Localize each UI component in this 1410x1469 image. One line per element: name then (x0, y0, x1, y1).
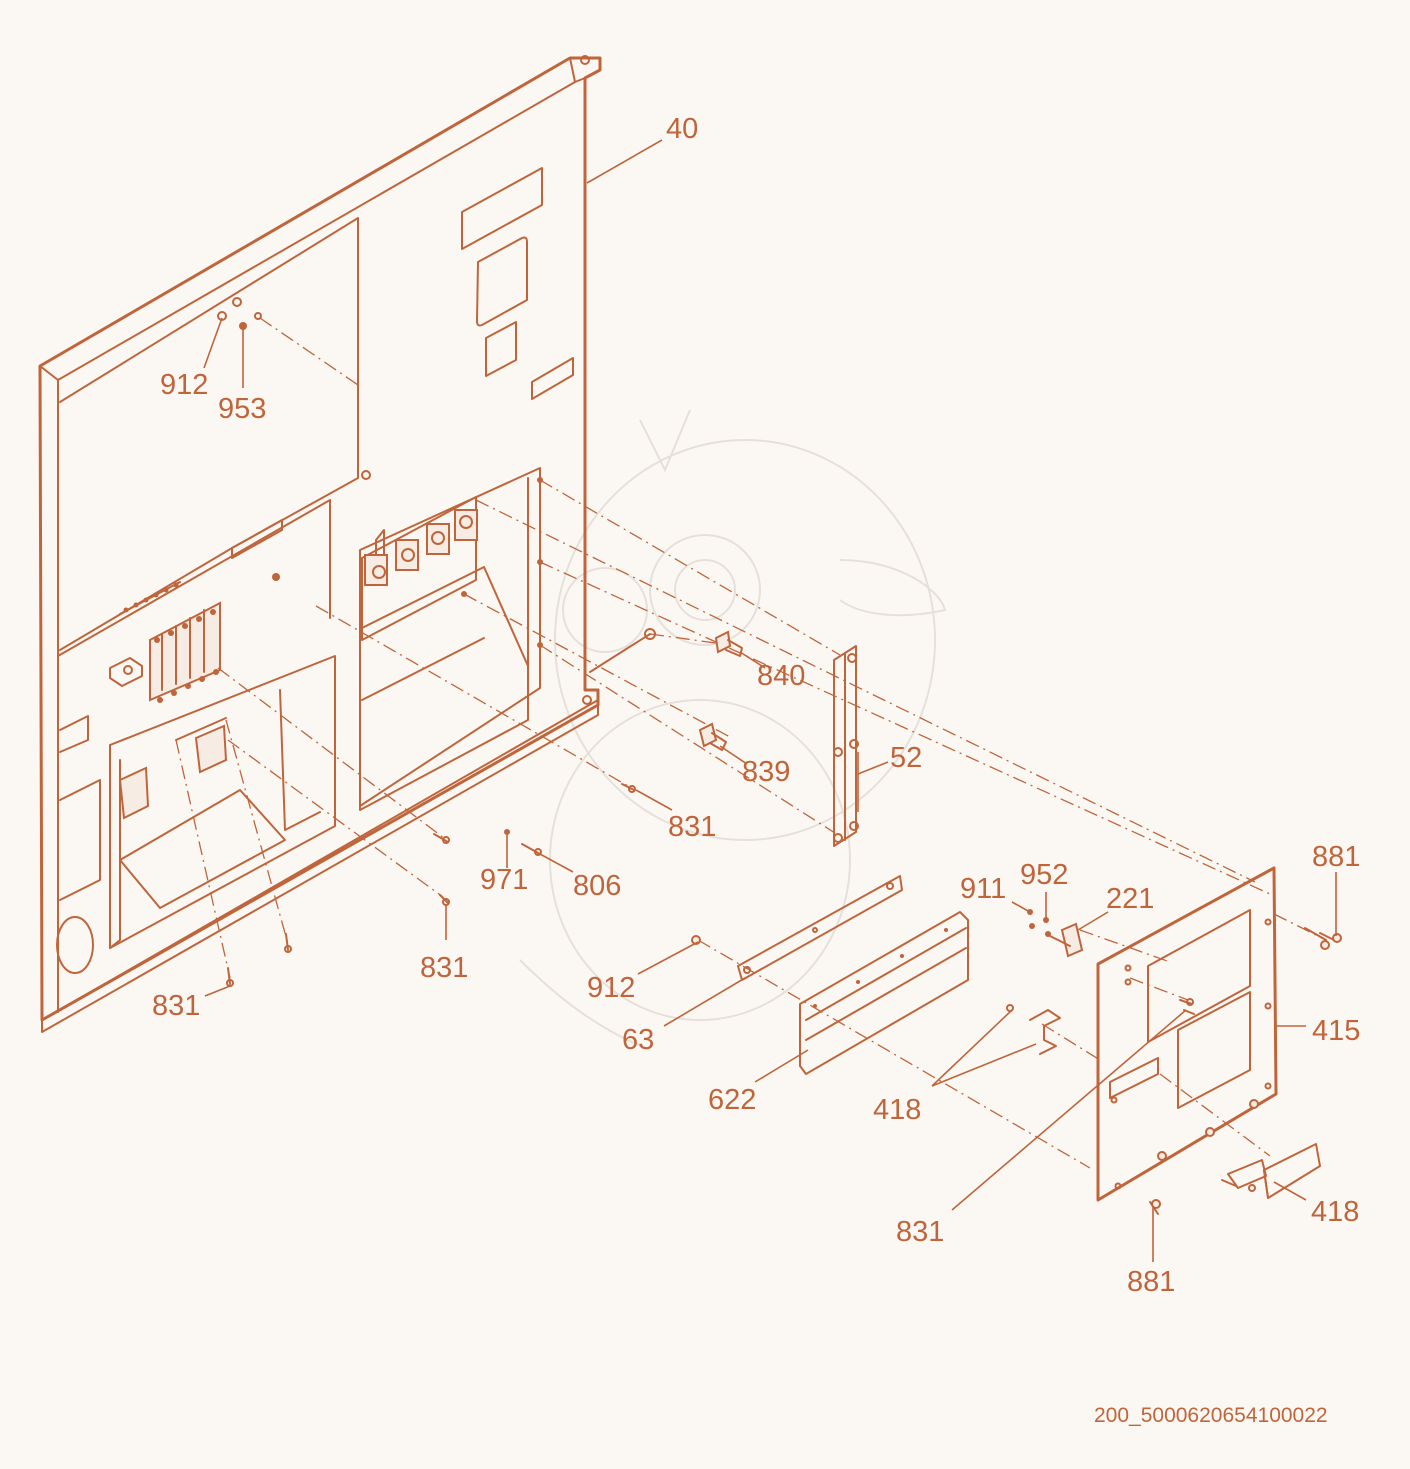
label-part-418-right: 418 (1311, 1196, 1359, 1228)
door-handle (1221, 1143, 1321, 1199)
label-part-839: 839 (742, 756, 790, 788)
mounting-bar (737, 875, 903, 981)
label-part-63: 63 (622, 1024, 654, 1056)
assembly-lines (175, 317, 1323, 1169)
document-id: 200_5000620654100022 (1094, 1404, 1328, 1427)
label-part-952: 952 (1020, 859, 1068, 891)
label-part-831-bottom: 831 (896, 1216, 944, 1248)
part-labels: 40 912 953 840 839 52 831 971 806 831 83… (152, 113, 1360, 1298)
label-part-415: 415 (1312, 1015, 1360, 1047)
access-door (1096, 866, 1278, 1202)
latch (1049, 922, 1084, 958)
label-part-622: 622 (708, 1084, 756, 1116)
cover-plate (799, 911, 969, 1075)
label-part-911: 911 (960, 873, 1006, 905)
label-part-971: 971 (480, 864, 528, 896)
label-part-806: 806 (573, 870, 621, 902)
back-panel-assembly (38, 55, 656, 1033)
label-part-40: 40 (666, 113, 698, 145)
label-part-881-bottom: 881 (1127, 1266, 1175, 1298)
label-part-953: 953 (218, 393, 266, 425)
label-part-52: 52 (890, 742, 922, 774)
hinge-strip (833, 645, 859, 847)
label-part-881-top: 881 (1312, 841, 1360, 873)
label-part-840: 840 (757, 660, 805, 692)
label-part-831-center: 831 (420, 952, 468, 984)
label-part-831-left: 831 (152, 990, 200, 1022)
spring-clip (1029, 1009, 1061, 1055)
label-part-912-lower: 912 (587, 972, 635, 1004)
label-part-912-top: 912 (160, 369, 208, 401)
label-part-831-mid: 831 (668, 811, 716, 843)
leader-lines (203, 139, 1337, 1262)
label-part-418-mid: 418 (873, 1094, 921, 1126)
hardware-fasteners (226, 630, 1342, 1215)
label-part-221: 221 (1106, 883, 1154, 915)
